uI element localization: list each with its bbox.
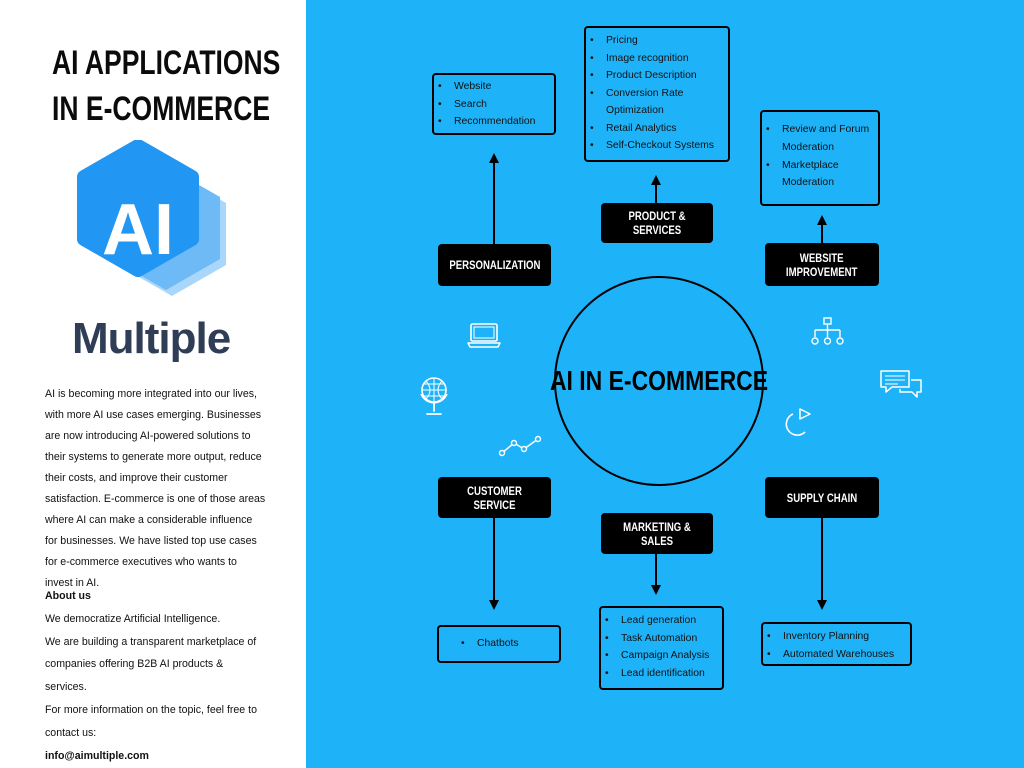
list-item: Chatbots: [457, 636, 559, 652]
about-line-1: We democratize Artificial Intelligence.: [45, 612, 221, 625]
category-personalization-label: PERSONALIZATION: [448, 258, 541, 272]
customer-service-items: Chatbots: [437, 625, 561, 663]
intro-paragraph: AI is becoming more integrated into our …: [45, 388, 266, 589]
list-item: Review and Forum Moderation: [762, 121, 876, 157]
refresh-arrow-icon: [785, 408, 811, 436]
aimultiple-logo-icon: AI: [77, 140, 226, 296]
list-item: Inventory Planning: [763, 628, 910, 646]
line-chart-icon: [498, 435, 542, 457]
category-product-services-label: PRODUCT & SERVICES: [628, 209, 686, 237]
title-line-2: IN E-COMMERCE: [52, 90, 271, 128]
center-label: AI IN E-COMMERCE: [549, 365, 769, 396]
category-personalization: PERSONALIZATION: [438, 244, 551, 286]
list-item: Lead generation: [601, 612, 722, 630]
list-item: Task Automation: [601, 630, 722, 648]
category-website-improvement: WEBSITE IMPROVEMENT: [765, 243, 879, 286]
category-customer-service-label: CUSTOMER SERVICE: [467, 483, 522, 512]
list-item: Self-Checkout Systems: [586, 137, 728, 155]
list-item: Lead identification: [601, 665, 722, 683]
list-item: Image recognition: [586, 50, 728, 68]
marketing-sales-items: Lead generation Task Automation Campaign…: [599, 606, 724, 690]
list-item: Automated Warehouses: [763, 646, 910, 664]
globe-icon: [420, 377, 448, 415]
category-customer-service: CUSTOMER SERVICE: [438, 477, 551, 518]
category-website-improvement-label: WEBSITE IMPROVEMENT: [786, 250, 858, 279]
category-product-services: PRODUCT & SERVICES: [601, 203, 713, 243]
category-supply-chain-label: SUPPLY CHAIN: [786, 490, 858, 505]
supply-chain-items: Inventory Planning Automated Warehouses: [761, 622, 912, 666]
about-line-2: We are building a transparent marketplac…: [45, 635, 257, 694]
about-line-3: For more information on the topic, feel …: [45, 703, 257, 739]
product-services-items: Pricing Image recognition Product Descri…: [584, 26, 730, 162]
list-item: Marketplace Moderation: [762, 157, 876, 193]
category-marketing-sales-label: MARKETING & SALES: [623, 519, 691, 548]
list-item: Pricing: [586, 32, 728, 50]
list-item: Website: [434, 78, 554, 96]
laptop-icon: [467, 323, 501, 348]
contact-email[interactable]: info@aimultiple.com: [45, 749, 149, 762]
page-title: AI APPLICATIONS IN E-COMMERCE: [52, 40, 280, 132]
logo-hex-text: AI: [102, 190, 174, 270]
list-item: Conversion Rate Optimization: [586, 85, 718, 120]
list-item: Product Description: [586, 67, 728, 85]
list-item: Search: [434, 96, 554, 114]
list-item: Recommendation: [434, 113, 554, 131]
list-item: Retail Analytics: [586, 120, 728, 138]
chat-bubbles-icon: [880, 370, 922, 398]
category-supply-chain: SUPPLY CHAIN: [765, 477, 879, 518]
brand-name: Multiple: [72, 314, 231, 363]
org-chart-icon: [811, 317, 844, 345]
title-line-1: AI APPLICATIONS: [52, 44, 281, 82]
personalization-items: Website Search Recommendation: [432, 73, 556, 135]
about-section: About us We democratize Artificial Intel…: [45, 585, 267, 767]
website-improvement-items: Review and Forum Moderation Marketplace …: [760, 110, 880, 206]
category-marketing-sales: MARKETING & SALES: [601, 513, 713, 554]
about-heading: About us: [45, 590, 91, 602]
left-panel: AI APPLICATIONS IN E-COMMERCE AI Multipl…: [0, 0, 306, 768]
center-node: AI IN E-COMMERCE: [550, 276, 768, 486]
list-item: Campaign Analysis: [601, 647, 722, 665]
